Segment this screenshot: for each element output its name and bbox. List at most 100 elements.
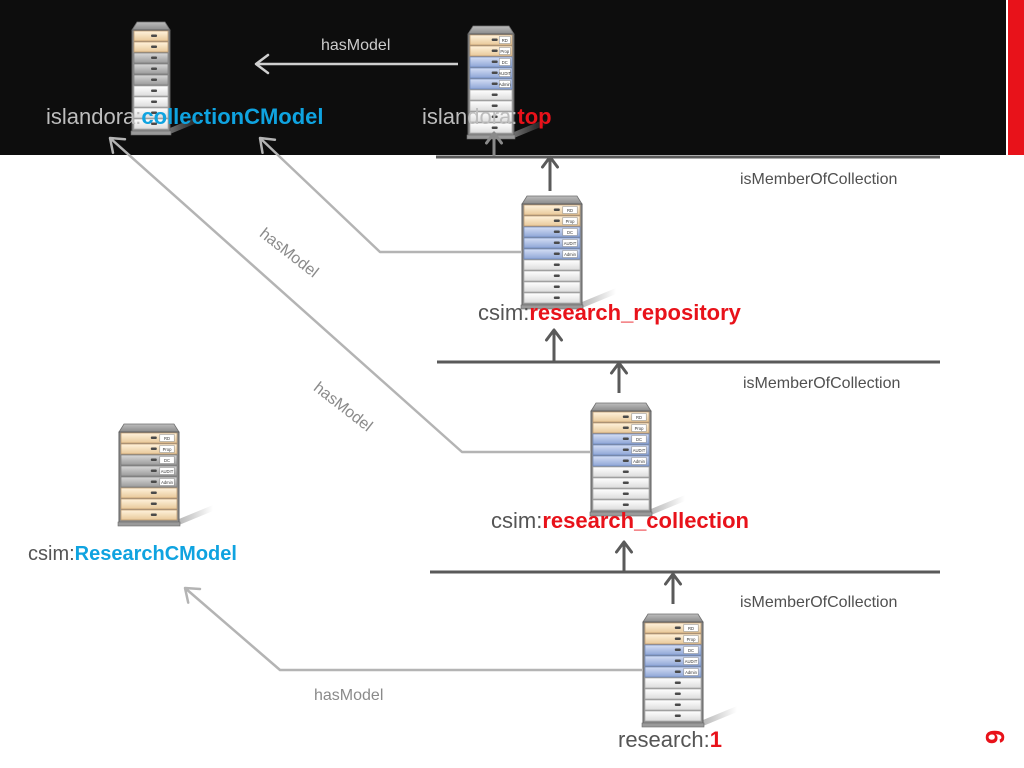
cabinet-drawer bbox=[133, 107, 169, 119]
cabinet-drawer bbox=[469, 67, 513, 79]
cabinet-shadow bbox=[514, 118, 548, 138]
edge-arrowhead bbox=[545, 328, 563, 342]
cabinet-drawer bbox=[469, 100, 513, 112]
edge-arrowhead bbox=[108, 136, 127, 154]
cabinet-drawer bbox=[523, 215, 581, 227]
cabinet-drawer bbox=[120, 454, 178, 466]
drawer-handle bbox=[674, 703, 681, 706]
drawer-handle bbox=[150, 502, 157, 505]
drawer-handle bbox=[553, 208, 560, 211]
node-prefix-top: islandora: bbox=[422, 104, 518, 129]
cabinet-base bbox=[117, 521, 181, 527]
cabinet-drawer bbox=[120, 443, 178, 455]
drawer-handle bbox=[553, 241, 560, 244]
drawer-handle bbox=[491, 38, 498, 41]
drawer-tag bbox=[683, 657, 699, 665]
accent-bar bbox=[1008, 0, 1024, 155]
drawer-handle bbox=[553, 263, 560, 266]
cabinet-drawer bbox=[592, 444, 650, 456]
cabinet-drawer bbox=[592, 422, 650, 434]
cabinet-drawer bbox=[469, 111, 513, 123]
cabinet-drawer bbox=[469, 78, 513, 90]
cabinet-drawer bbox=[469, 45, 513, 57]
node-id-research-collection: research_collection bbox=[542, 508, 749, 533]
node-label-research-repository: csim:research_repository bbox=[478, 302, 741, 324]
node-prefix-collection-cmodel: islandora: bbox=[46, 104, 142, 129]
drawer-handle bbox=[150, 513, 157, 516]
drawer-tag bbox=[562, 217, 578, 225]
node-prefix-research-1: research: bbox=[618, 727, 710, 752]
cabinet-drawer bbox=[120, 509, 178, 521]
has-model-label-top: hasModel bbox=[321, 37, 391, 54]
drawer-tag-text: Prop bbox=[687, 637, 697, 642]
drawer-tag-text: Admin bbox=[499, 82, 512, 87]
drawer-tag bbox=[683, 624, 699, 632]
drawer-tag bbox=[631, 413, 647, 421]
cabinet-drawer bbox=[592, 499, 650, 511]
node-prefix-research-repository: csim: bbox=[478, 300, 530, 325]
member-of-label-top: isMemberOfCollection bbox=[740, 171, 898, 188]
drawer-tag bbox=[631, 424, 647, 432]
cabinet-drawer bbox=[592, 466, 650, 478]
edge-arrowhead bbox=[610, 361, 628, 375]
drawer-handle bbox=[622, 481, 629, 484]
drawer-handle bbox=[150, 469, 157, 472]
drawer-handle bbox=[674, 714, 681, 717]
edge-top-has-model bbox=[254, 53, 458, 75]
drawer-handle bbox=[491, 104, 498, 107]
cabinet-drawer bbox=[133, 96, 169, 108]
drawer-tag-text: RD bbox=[688, 626, 694, 631]
edge-bar-to-top bbox=[485, 131, 503, 156]
drawer-handle bbox=[622, 459, 629, 462]
drawer-tag bbox=[159, 456, 175, 464]
drawer-handle bbox=[151, 67, 158, 70]
drawer-tag bbox=[499, 80, 511, 88]
drawer-tag-text: Prop bbox=[500, 49, 510, 54]
edge-repository-member bbox=[541, 155, 559, 191]
drawer-handle bbox=[491, 49, 498, 52]
drawer-handle bbox=[622, 448, 629, 451]
drawer-tag bbox=[631, 457, 647, 465]
drawer-tag-text: DC bbox=[164, 458, 170, 463]
drawer-tag bbox=[499, 36, 511, 44]
cabinet-drawer bbox=[133, 63, 169, 75]
edge-arrowhead bbox=[541, 155, 559, 169]
drawer-handle bbox=[151, 45, 158, 48]
cabinet-drawer bbox=[133, 85, 169, 97]
drawer-handle bbox=[674, 626, 681, 629]
edge-bar-to-collection bbox=[615, 540, 633, 572]
drawer-tag-text: Prop bbox=[635, 426, 645, 431]
page-number: 6 bbox=[980, 729, 1010, 745]
node-id-top: top bbox=[517, 104, 552, 129]
node-prefix-research-cmodel: csim: bbox=[28, 543, 75, 565]
drawer-tag-text: RD bbox=[567, 208, 573, 213]
cabinet-drawer bbox=[592, 411, 650, 423]
cabinet-shadow bbox=[582, 288, 616, 308]
cabinet-drawer bbox=[523, 270, 581, 282]
edge-arrowhead bbox=[183, 586, 202, 604]
drawer-handle bbox=[553, 219, 560, 222]
drawer-handle bbox=[491, 60, 498, 63]
cabinet-drawer bbox=[523, 259, 581, 271]
drawer-handle bbox=[150, 458, 157, 461]
cabinet-drawer bbox=[644, 622, 702, 634]
node-id-research-repository: research_repository bbox=[529, 300, 741, 325]
drawer-tag-text: AUDIT bbox=[564, 241, 577, 246]
drawer-handle bbox=[491, 71, 498, 74]
cabinet-drawer bbox=[644, 633, 702, 645]
edge-research-1-member bbox=[664, 572, 682, 604]
cabinet-drawer bbox=[133, 41, 169, 53]
cabinet-base bbox=[589, 511, 653, 517]
cabinet-top bbox=[521, 195, 583, 205]
drawer-tag-text: Prop bbox=[163, 447, 173, 452]
edge-line bbox=[259, 137, 522, 254]
cabinet-shadow bbox=[651, 495, 685, 515]
drawer-tag bbox=[562, 228, 578, 236]
drawer-handle bbox=[150, 447, 157, 450]
edge-repository-has-model bbox=[258, 136, 522, 254]
node-id-research-cmodel: ResearchCModel bbox=[74, 543, 237, 565]
edge-line bbox=[109, 137, 591, 454]
drawer-tag bbox=[683, 646, 699, 654]
drawer-handle bbox=[491, 126, 498, 129]
